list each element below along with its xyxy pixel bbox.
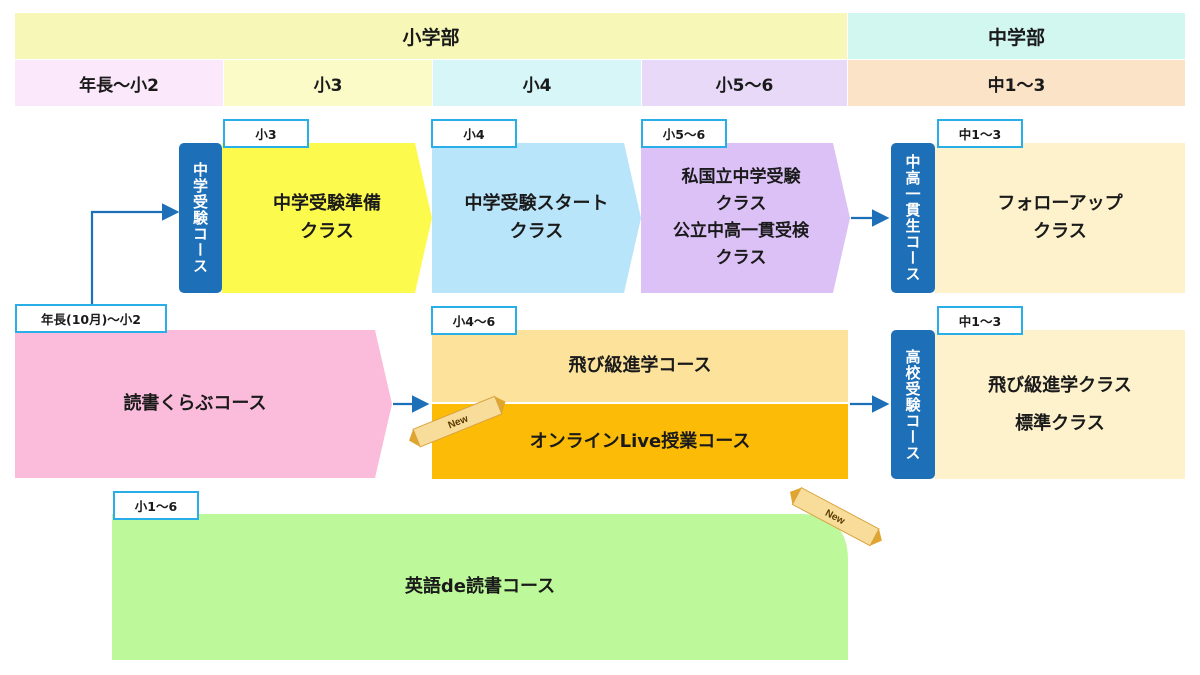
reading-course-shape [15, 330, 392, 478]
private-class-shape [641, 143, 850, 293]
grade-3: 小3 [224, 60, 432, 106]
online-course-shape [432, 404, 848, 479]
grade-4: 小4 [433, 60, 641, 106]
start-class-label: 中学受験スタート クラス [464, 193, 609, 242]
skip-course-shape [432, 330, 848, 402]
online-course-label: オンラインLive授業コース [529, 430, 751, 452]
tag-english: 小1～6 [113, 491, 199, 520]
tag-ikkan-junior: 中1～3 [937, 119, 1023, 148]
tag-grade-5-6: 小5～6 [641, 119, 727, 148]
tag-grade-3: 小3 [223, 119, 309, 148]
tag-skip: 小4～6 [431, 306, 517, 335]
connector-reading-to-exam [90, 203, 180, 306]
english-course-shape [112, 514, 848, 660]
prep-class-shape [222, 143, 432, 293]
start-class-shape [432, 143, 641, 293]
followup-class-shape [935, 143, 1185, 293]
skip-course-label: 飛び級進学コース [568, 355, 712, 377]
highschool-class-shape [935, 330, 1185, 479]
grade-k2: 年長～小2 [15, 60, 223, 106]
followup-class-label: フォローアップ クラス [997, 193, 1123, 242]
tag-highschool-junior: 中1～3 [937, 306, 1023, 335]
grade-junior-1-3: 中1～3 [848, 60, 1185, 106]
tag-grade-4: 小4 [431, 119, 517, 148]
new-ribbon-online [409, 395, 506, 448]
new-ribbon-english [790, 486, 882, 547]
junior-header: 中学部 [848, 13, 1185, 59]
ikkan-course-bar: 中高一貫生コース [891, 143, 935, 293]
highschool-course-bar: 高校受験コース [891, 330, 935, 479]
private-class-label: 私国立中学受験 クラス 公立中高一貫受検 クラス [673, 166, 809, 269]
tag-reading: 年長(10月)～小2 [15, 304, 167, 333]
highschool-class-label: 飛び級進学クラス 標準クラス [988, 374, 1132, 434]
reading-course-label: 読書くらぶコース [123, 393, 267, 415]
grade-5-6: 小5～6 [642, 60, 847, 106]
english-course-label: 英語de読書コース [404, 576, 556, 598]
exam-course-bar: 中学受験コース [179, 143, 222, 293]
elementary-header: 小学部 [15, 13, 847, 59]
prep-class-label: 中学受験準備 クラス [273, 193, 381, 242]
